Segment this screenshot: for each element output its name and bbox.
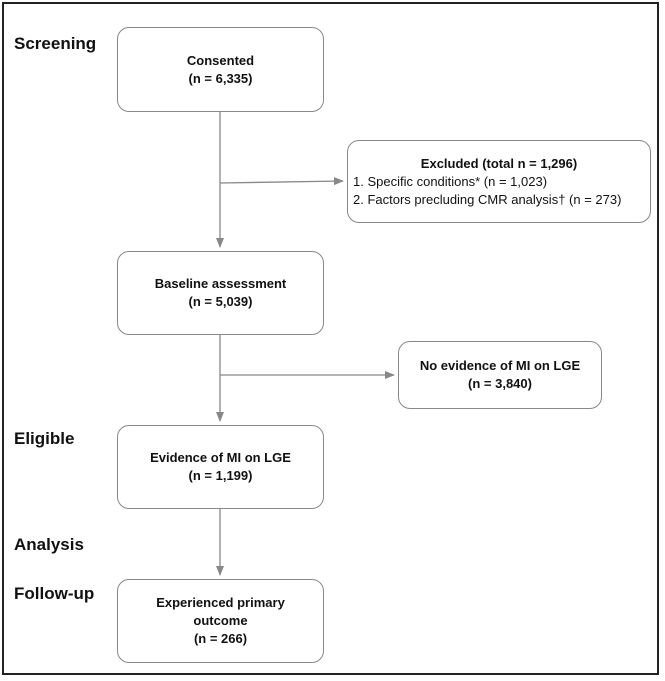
box-baseline: Baseline assessment (n = 5,039) (117, 251, 324, 335)
mi-count: (n = 1,199) (188, 468, 253, 483)
excluded-item-2: 2. Factors precluding CMR analysis† (n =… (353, 191, 622, 207)
stage-label-screening: Screening (14, 34, 97, 53)
outcome-title-line2: outcome (193, 613, 248, 628)
arrow-to-excluded (219, 177, 344, 186)
baseline-title: Baseline assessment (154, 276, 287, 291)
stage-label-followup: Follow-up (14, 584, 95, 603)
box-consented: Consented (n = 6,335) (117, 27, 324, 112)
excluded-item-1: 1. Specific conditions* (n = 1,023) (353, 173, 548, 189)
box-mi: Evidence of MI on LGE (n = 1,199) (117, 425, 324, 509)
diagram-frame (2, 2, 659, 675)
stage-label-eligible: Eligible (14, 429, 75, 448)
mi-title: Evidence of MI on LGE (150, 450, 291, 465)
consented-count: (n = 6,335) (188, 70, 253, 86)
no-mi-title: No evidence of MI on LGE (419, 358, 581, 373)
no-mi-count: (n = 3,840) (468, 376, 532, 391)
outcome-count: (n = 266) (193, 631, 248, 646)
excluded-title: Excluded (total n = 1,296) (420, 155, 578, 171)
stage-label-analysis: Analysis (14, 535, 84, 554)
outcome-title-line1: Experienced primary (156, 595, 285, 610)
consented-title: Consented (186, 52, 255, 68)
box-no-mi: No evidence of MI on LGE (n = 3,840) (398, 341, 602, 409)
baseline-count: (n = 5,039) (188, 294, 253, 309)
box-excluded: Excluded (total n = 1,296) 1. Specific c… (347, 140, 651, 223)
box-outcome: Experienced primary outcome (n = 266) (117, 579, 324, 663)
